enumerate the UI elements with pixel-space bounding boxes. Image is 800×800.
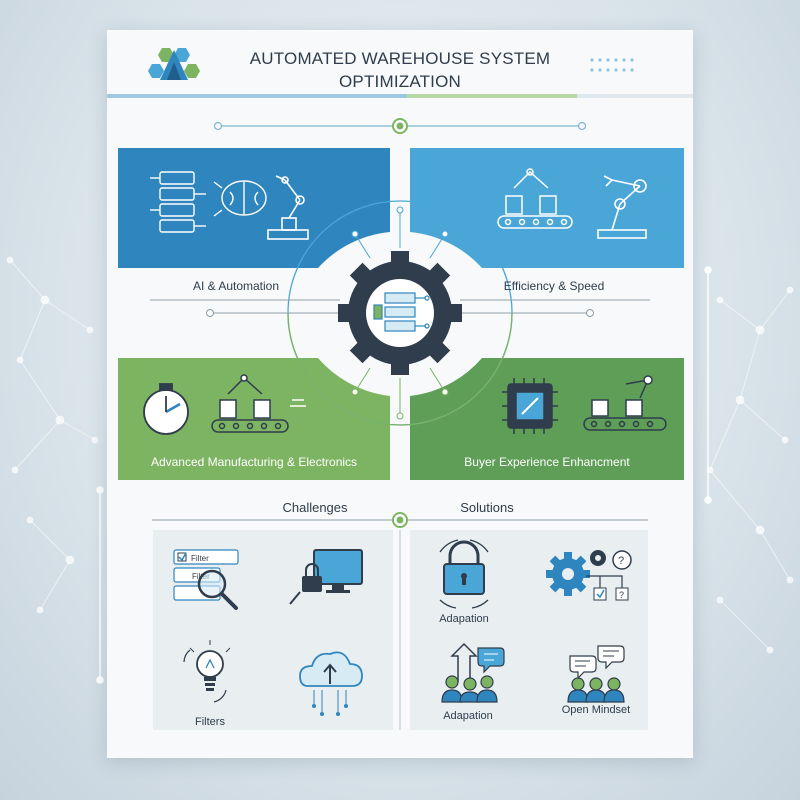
company-logo	[148, 48, 200, 80]
padlock-icon	[439, 539, 489, 609]
lightbulb-icon	[183, 640, 231, 703]
stopwatch-icon	[143, 383, 189, 435]
quadrant-advanced-manufacturing	[118, 358, 390, 480]
robot-arm-icon	[267, 175, 309, 240]
title-line-2: OPTIMIZATION	[338, 72, 462, 91]
challenges-title: Challenges	[282, 500, 348, 515]
filter-mini-label-1: Filter	[191, 554, 209, 563]
monitor-lock-icon	[289, 549, 363, 605]
page-title: AUTOMATED WAREHOUSE SYSTEM OPTIMIZATION	[222, 47, 578, 93]
server-stack-icon	[150, 171, 206, 233]
filter-magnifier-icon: Filter Filter	[173, 549, 239, 610]
industrial-robot-icon	[597, 175, 647, 239]
robot-conveyor-icon	[583, 375, 667, 431]
chip-icon	[502, 378, 558, 434]
quadrant-ai-automation	[118, 148, 390, 268]
solutions-title: Solutions	[460, 500, 514, 515]
quadrant-label-efficiency-speed: Efficiency & Speed	[503, 279, 605, 293]
solution-label-open-mindset: Open Mindset	[561, 704, 631, 716]
team-chat-icon	[567, 645, 625, 703]
quadrant-label-buyer-experience: Buyer Experience Enhancment	[464, 455, 630, 469]
svg-text:?: ?	[619, 590, 624, 600]
solution-label-adapation-1: Adapation	[439, 613, 489, 625]
decorative-dots	[590, 58, 634, 72]
conveyor-robot-icon	[497, 168, 573, 229]
header-divider	[107, 94, 693, 98]
cloud-upload-icon	[299, 651, 363, 716]
gears-question-icon: ? ?	[546, 550, 632, 601]
challenge-label-filters: Filters	[195, 716, 225, 728]
manufacturing-conveyor-icon	[211, 374, 306, 433]
quadrant-label-advanced-manufacturing: Advanced Manufacturing & Electronics	[150, 455, 358, 469]
svg-text:?: ?	[618, 555, 624, 567]
solution-label-adapation-2: Adapation	[443, 710, 493, 722]
quadrant-label-ai-automation: AI & Automation	[192, 279, 280, 293]
title-line-1: AUTOMATED WAREHOUSE SYSTEM	[249, 49, 551, 68]
brain-circuit-icon	[213, 180, 267, 217]
people-arrow-icon	[441, 642, 505, 703]
gear-circuit-icon	[338, 251, 462, 375]
